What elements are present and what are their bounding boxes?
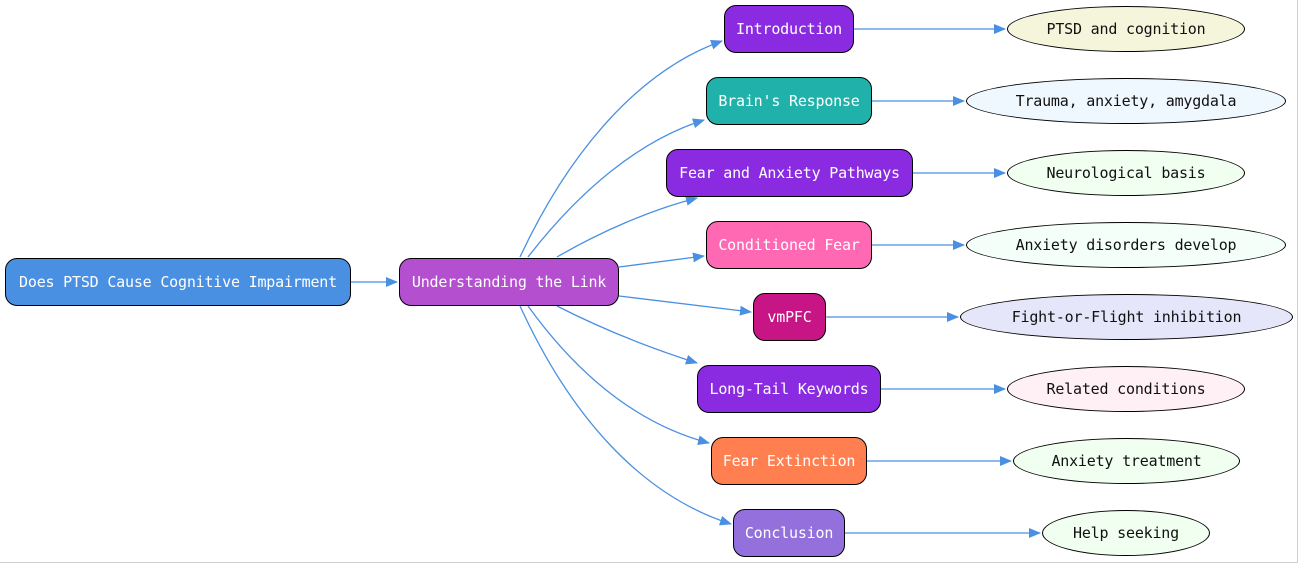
- detail-node-label: Help seeking: [1073, 524, 1179, 542]
- edge-hub-to-topic: [519, 305, 732, 526]
- detail-node-ptsd-and-cognition[interactable]: PTSD and cognition: [1007, 6, 1245, 52]
- root-node-label: Does PTSD Cause Cognitive Impairment: [19, 273, 337, 291]
- topic-node-label: Brain's Response: [718, 92, 860, 110]
- detail-node-label: Anxiety treatment: [1051, 452, 1202, 470]
- topic-node-brains-response[interactable]: Brain's Response: [706, 77, 872, 125]
- detail-node-label: Neurological basis: [1046, 164, 1206, 182]
- edge-hub-to-topic: [527, 305, 710, 446]
- topic-node-conclusion[interactable]: Conclusion: [733, 509, 845, 557]
- edge-hub-to-topic: [556, 305, 698, 365]
- edge-hub-to-topic: [618, 252, 705, 268]
- detail-node-label: Anxiety disorders develop: [1015, 236, 1237, 254]
- detail-node-anxiety-disorders-develop[interactable]: Anxiety disorders develop: [966, 222, 1286, 268]
- edge-hub-to-topic: [618, 295, 752, 316]
- edge-hub-to-topic: [527, 118, 705, 258]
- topic-node-label: Introduction: [736, 20, 842, 38]
- detail-node-neurological-basis[interactable]: Neurological basis: [1007, 150, 1245, 196]
- detail-node-help-seeking[interactable]: Help seeking: [1042, 510, 1210, 556]
- topic-node-label: Conclusion: [744, 524, 834, 542]
- topic-node-conditioned-fear[interactable]: Conditioned Fear: [706, 221, 872, 269]
- hub-node[interactable]: Understanding the Link: [399, 258, 619, 306]
- detail-node-label: Trauma, anxiety, amygdala: [1015, 92, 1237, 110]
- detail-node-label: Fight-or-Flight inhibition: [1011, 308, 1242, 326]
- detail-node-related-conditions[interactable]: Related conditions: [1007, 366, 1245, 412]
- topic-node-long-tail-keywords[interactable]: Long-Tail Keywords: [697, 365, 881, 413]
- edge-hub-to-topic: [519, 39, 723, 258]
- detail-node-fight-or-flight-inhibition[interactable]: Fight-or-Flight inhibition: [960, 294, 1293, 340]
- detail-node-anxiety-treatment[interactable]: Anxiety treatment: [1013, 438, 1240, 484]
- hub-node-label: Understanding the Link: [411, 273, 607, 291]
- topic-node-label: Long-Tail Keywords: [709, 380, 869, 398]
- topic-node-vmpfc[interactable]: vmPFC: [753, 293, 826, 341]
- detail-node-label: PTSD and cognition: [1046, 20, 1206, 38]
- detail-node-label: Related conditions: [1046, 380, 1206, 398]
- topic-node-label: Conditioned Fear: [718, 236, 860, 254]
- topic-node-label: vmPFC: [767, 308, 812, 326]
- topic-node-label: Fear Extinction: [722, 452, 856, 470]
- topic-node-introduction[interactable]: Introduction: [724, 5, 854, 53]
- topic-node-fear-and-anxiety-pathways[interactable]: Fear and Anxiety Pathways: [666, 149, 913, 197]
- topic-node-fear-extinction[interactable]: Fear Extinction: [711, 437, 867, 485]
- root-node[interactable]: Does PTSD Cause Cognitive Impairment: [5, 258, 351, 306]
- detail-node-trauma-anxiety-amygdala[interactable]: Trauma, anxiety, amygdala: [966, 78, 1286, 124]
- topic-node-label: Fear and Anxiety Pathways: [679, 164, 900, 182]
- edge-hub-to-topic: [556, 195, 698, 258]
